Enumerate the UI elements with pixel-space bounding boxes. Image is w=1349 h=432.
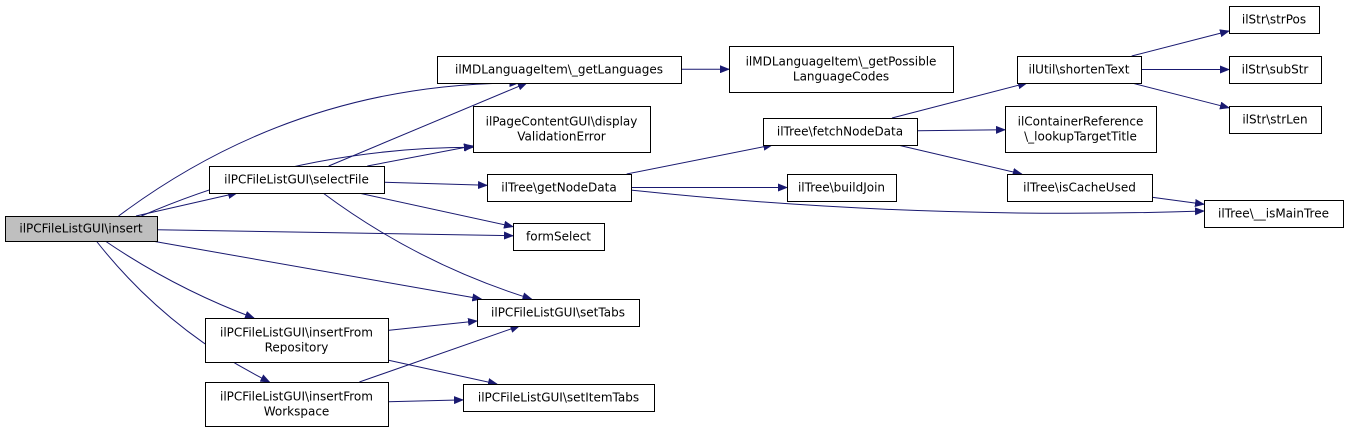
node-label: ilStr\strLen	[1242, 113, 1307, 127]
node-label: ilStr\strPos	[1242, 13, 1306, 27]
node-label: ilTree\isCacheUsed	[1023, 181, 1136, 195]
node-getLanguages[interactable]: ilMDLanguageItem\_getLanguages	[437, 56, 682, 84]
node-label: ilPCFileListGUI\insertFrom	[220, 326, 373, 340]
edge-selectFile-to-getLanguages	[328, 82, 528, 167]
node-fetchNodeData[interactable]: ilTree\fetchNodeData	[763, 118, 918, 146]
node-box	[5, 216, 158, 242]
edge-selectFile-to-getNodeData	[383, 181, 488, 190]
edges-layer	[95, 29, 1230, 405]
edge-fetchNodeData-to-shortenText	[891, 81, 1028, 119]
node-subStr[interactable]: ilStr\subStr	[1229, 56, 1322, 84]
node-label: ilPCFileListGUI\insert	[19, 222, 143, 236]
edge-insert-to-insertFromWorkspace	[95, 240, 271, 383]
node-box	[763, 118, 918, 146]
node-box	[1017, 56, 1142, 84]
node-label: ValidationError	[517, 130, 606, 144]
edge-insert-to-selectFile	[135, 191, 239, 217]
node-label: ilPCFileListGUI\setTabs	[491, 306, 625, 320]
node-label: ilMDLanguageItem\_getLanguages	[455, 63, 663, 77]
edge-insertFromWorkspace-to-setTabs	[359, 325, 521, 383]
node-box	[1229, 6, 1320, 34]
node-shortenText[interactable]: ilUtil\shortenText	[1017, 56, 1142, 84]
node-label: ilStr\subStr	[1242, 63, 1309, 77]
node-isCacheUsed[interactable]: ilTree\isCacheUsed	[1007, 174, 1153, 202]
node-label: \_lookupTargetTitle	[1024, 130, 1137, 144]
node-formSelect[interactable]: formSelect	[513, 223, 605, 251]
node-box	[473, 106, 651, 153]
node-selectFile[interactable]: ilPCFileListGUI\selectFile	[209, 166, 385, 194]
edge-insert-to-displayValidationError	[141, 143, 474, 217]
node-label: ilUtil\shortenText	[1029, 63, 1130, 77]
node-box	[209, 166, 385, 194]
edge-fetchNodeData-to-isCacheUsed	[897, 144, 1023, 176]
edge-insert-to-getLanguages	[118, 79, 520, 217]
node-getPossibleLanguageCodes[interactable]: ilMDLanguageItem\_getPossibleLanguageCod…	[729, 46, 954, 93]
node-box	[513, 223, 605, 251]
node-label: ilMDLanguageItem\_getPossible	[746, 55, 937, 69]
node-label: ilTree\getNodeData	[501, 181, 616, 195]
node-label: LanguageCodes	[793, 70, 889, 84]
node-box	[1204, 200, 1344, 228]
edge-fetchNodeData-to-lookupTargetTitle	[916, 125, 1006, 134]
node-strPos[interactable]: ilStr\strPos	[1229, 6, 1320, 34]
node-setTabs[interactable]: ilPCFileListGUI\setTabs	[477, 299, 640, 327]
node-box	[205, 382, 389, 427]
node-label: ilContainerReference	[1018, 115, 1144, 129]
edge-shortenText-to-strLen	[1131, 82, 1230, 110]
node-box	[1229, 106, 1322, 134]
nodes-layer: ilPCFileListGUI\insert ilMDLanguageItem\_…	[5, 6, 1344, 427]
edge-insert-to-setTabs	[151, 240, 483, 302]
edge-insertFromRepository-to-setItemTabs	[387, 359, 498, 386]
node-box	[487, 174, 632, 202]
edge-isCacheUsed-to-isMainTree	[1151, 196, 1205, 207]
node-label: ilPageContentGUI\display	[486, 115, 638, 129]
node-box	[1229, 56, 1322, 84]
node-label: ilTree\__isMainTree	[1218, 207, 1329, 221]
edge-selectFile-to-formSelect	[358, 192, 514, 229]
node-box	[437, 56, 682, 84]
node-box	[729, 46, 954, 93]
edge-getNodeData-to-isMainTree	[630, 189, 1205, 216]
node-label: Workspace	[264, 405, 330, 419]
edge-insert-to-formSelect	[156, 229, 514, 240]
node-box	[1007, 174, 1153, 202]
edge-selectFile-to-setTabs	[322, 192, 533, 301]
node-label: ilTree\fetchNodeData	[777, 125, 903, 139]
edge-shortenText-to-strPos	[1131, 29, 1230, 57]
edge-getNodeData-to-fetchNodeData	[626, 142, 774, 175]
node-strLen[interactable]: ilStr\strLen	[1229, 106, 1322, 134]
node-box	[477, 299, 640, 327]
node-label: formSelect	[526, 230, 591, 244]
node-label: ilPCFileListGUI\setItemTabs	[478, 391, 639, 405]
node-box	[787, 174, 897, 202]
edge-insertFromWorkspace-to-setItemTabs	[387, 396, 464, 405]
node-buildJoin[interactable]: ilTree\buildJoin	[787, 174, 897, 202]
node-box	[1005, 106, 1157, 153]
node-label: ilPCFileListGUI\insertFrom	[220, 390, 373, 404]
node-box	[463, 384, 655, 412]
node-lookupTargetTitle[interactable]: ilContainerReference\_lookupTargetTitle	[1005, 106, 1157, 153]
node-insert[interactable]: ilPCFileListGUI\insert	[5, 216, 158, 242]
edge-selectFile-to-displayValidationError	[367, 143, 474, 167]
node-getNodeData[interactable]: ilTree\getNodeData	[487, 174, 632, 202]
node-isMainTree[interactable]: ilTree\__isMainTree	[1204, 200, 1344, 228]
node-label: ilPCFileListGUI\selectFile	[224, 173, 369, 187]
node-setItemTabs[interactable]: ilPCFileListGUI\setItemTabs	[463, 384, 655, 412]
node-label: ilTree\buildJoin	[798, 181, 885, 195]
node-box	[205, 318, 389, 363]
edge-insert-to-insertFromRepository	[104, 240, 255, 319]
node-label: Repository	[265, 341, 329, 355]
edge-insertFromRepository-to-setTabs	[387, 317, 478, 331]
